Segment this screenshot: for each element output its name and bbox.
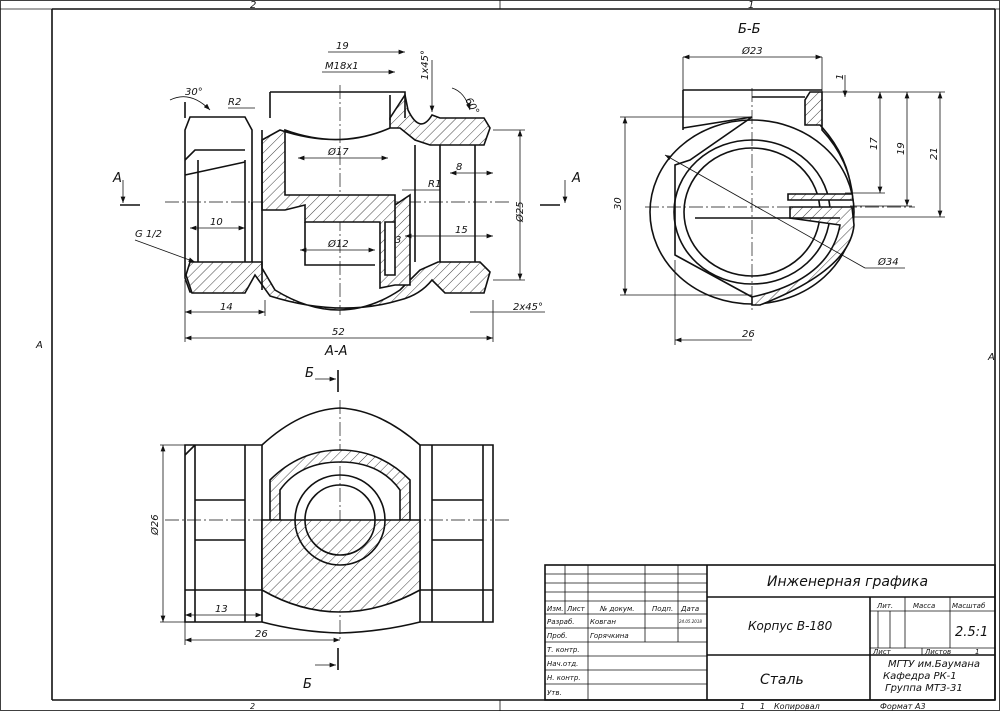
dim-3: 3	[395, 235, 401, 246]
header-date: Дата	[680, 605, 699, 613]
role-approved: Утв.	[547, 689, 562, 697]
dim-chamfer-1x45: 1x45°	[420, 50, 431, 80]
dim-19: 19	[336, 41, 349, 52]
zone-label: 2	[250, 702, 255, 711]
svg-text:Б: Б	[303, 677, 312, 692]
top-view: Б Б Ø26 13 26	[149, 366, 510, 692]
developer-name: Ковган	[590, 618, 616, 626]
front-section-view: А А 19 M18x1 1x45° 30° 60° R2 Ø17 8 R1 Ø…	[112, 41, 581, 359]
org-title: Инженерная графика	[767, 574, 928, 590]
section-mark-a-right: А	[540, 171, 581, 206]
part-name: Корпус В-180	[748, 619, 833, 633]
dim-30: 30	[613, 197, 624, 210]
dim-14: 14	[220, 302, 233, 313]
zone-label: 1	[740, 702, 745, 711]
title-block: Изм. Лист № докум. Подп. Дата Разраб. Пр…	[544, 564, 996, 711]
dim-8: 8	[456, 162, 462, 173]
sheets-count: 1	[975, 648, 979, 656]
sheet-label: Лист	[872, 648, 892, 656]
svg-text:А: А	[112, 171, 122, 186]
dim-21: 21	[929, 147, 940, 160]
dim-d25: Ø25	[514, 201, 526, 223]
zone-label: 1	[748, 0, 754, 11]
role-checker: Проб.	[547, 632, 568, 640]
dim-19: 19	[896, 142, 907, 155]
section-mark-b-bottom: Б	[303, 648, 339, 692]
role-norm-control: Н. контр.	[547, 674, 581, 682]
dim-52: 52	[332, 327, 345, 338]
dim-r1: R1	[428, 179, 441, 190]
dim-g12: G 1/2	[135, 229, 162, 240]
org-line: Группа МТЗ-31	[885, 683, 963, 694]
svg-text:Б: Б	[305, 366, 314, 381]
dim-d26: Ø26	[149, 514, 161, 536]
zone-label: A	[35, 340, 43, 351]
sheets-label: Листов	[924, 648, 951, 656]
org-line: МГТУ им.Баумана	[888, 659, 980, 670]
copied-label: Копировал	[774, 702, 820, 711]
dim-26: 26	[742, 329, 755, 340]
role-tech-control: Т. контр.	[547, 646, 580, 654]
view-title-a-a: А-А	[324, 344, 347, 359]
dim-angle-60: 60°	[462, 96, 480, 117]
zone-label: 2	[250, 0, 256, 11]
dim-2x45: 2x45°	[513, 302, 543, 313]
header-list: Лист	[566, 605, 586, 613]
lit-label: Лит.	[876, 602, 893, 610]
format-label: Формат А3	[880, 702, 926, 711]
scale-label: Масштаб	[952, 602, 986, 610]
dim-d34: Ø34	[877, 256, 899, 268]
header-doc: № докум.	[599, 605, 635, 613]
header-izm: Изм.	[547, 605, 563, 613]
org-line: Кафедра РК-1	[883, 671, 957, 682]
dim-d12: Ø12	[327, 238, 349, 250]
material: Сталь	[760, 672, 804, 688]
view-title-b-b: Б-Б	[738, 22, 761, 37]
dim-angle-30: 30°	[185, 87, 203, 98]
zone-label: A	[987, 352, 995, 363]
date-value: 24.05.2018	[679, 619, 702, 624]
svg-text:А: А	[571, 171, 581, 186]
mass-label: Масса	[913, 602, 935, 610]
role-developer: Разраб.	[547, 618, 575, 626]
copied-num: 1	[760, 702, 765, 711]
dim-15: 15	[455, 225, 468, 236]
dim-10: 10	[210, 217, 223, 228]
dim-r2: R2	[228, 97, 241, 108]
section-mark-b-top: Б	[305, 366, 339, 392]
section-b-b-view: Б-Б Ø23 1 17 19 21 30 Ø34 26	[613, 22, 945, 345]
dim-17: 17	[869, 137, 880, 150]
dim-13: 13	[215, 604, 228, 615]
dim-d17: Ø17	[327, 146, 349, 158]
role-dept-head: Нач.отд.	[547, 660, 578, 668]
header-sign: Подп.	[652, 605, 673, 613]
scale-value: 2.5:1	[955, 625, 988, 640]
dim-1: 1	[835, 74, 846, 80]
dim-m18x1: M18x1	[325, 61, 359, 72]
checker-name: Горячкина	[590, 632, 629, 640]
dim-26: 26	[255, 629, 268, 640]
dim-d23: Ø23	[741, 45, 763, 57]
section-mark-a-left: А	[112, 171, 140, 206]
